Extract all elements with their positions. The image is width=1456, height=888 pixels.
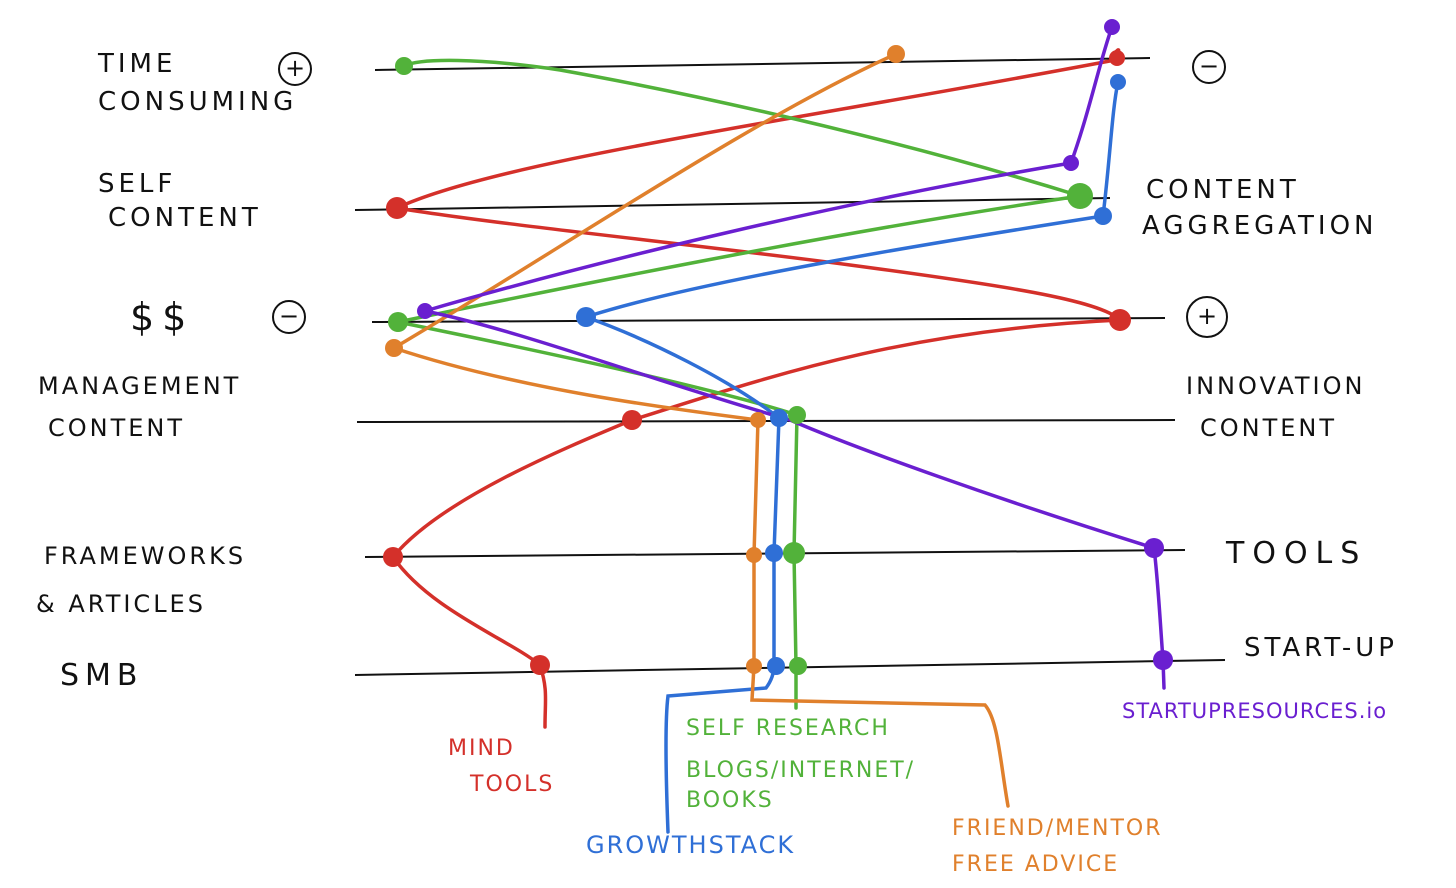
node-green-content — [1067, 183, 1093, 209]
node-orange-format — [746, 547, 762, 563]
label-frameworks-line2: & ARTICLES — [36, 590, 206, 618]
node-red-time — [1109, 50, 1125, 66]
label-smb: SMB — [60, 658, 144, 693]
label-content-aggregation-line1: CONTENT — [1146, 175, 1300, 205]
label-management-content-line1: MANAGEMENT — [38, 372, 242, 400]
sign-time-minus: − — [1192, 50, 1226, 84]
node-blue-format — [765, 544, 783, 562]
node-red-audience — [530, 655, 550, 675]
nodes — [383, 19, 1173, 675]
tool-label-self-research-line2: BLOGS/INTERNET/ — [686, 758, 916, 783]
tool-label-mind-tools-line2: TOOLS — [470, 772, 555, 797]
label-time-consuming-line1: TIME — [98, 49, 177, 79]
node-blue-cost — [576, 307, 596, 327]
node-orange-time — [887, 45, 905, 63]
axis-line-time — [374, 57, 1151, 71]
node-blue-audience — [767, 657, 785, 675]
node-red-format — [383, 547, 403, 567]
tool-label-startupresources: STARTUPRESOURCES.io — [1122, 699, 1388, 723]
node-blue-content — [1094, 207, 1112, 225]
node-purple-audience — [1153, 650, 1173, 670]
tool-label-growthstack: GROWTHSTACK — [586, 831, 796, 859]
node-blue-focus — [770, 409, 788, 427]
label-time-consuming-line2: CONSUMING — [98, 87, 298, 117]
node-blue-time — [1110, 74, 1126, 90]
label-frameworks-line1: FRAMEWORKS — [44, 542, 247, 570]
node-red-cost — [1109, 309, 1131, 331]
node-red-content — [386, 197, 408, 219]
tool-label-friend-mentor-line2: FREE ADVICE — [952, 852, 1120, 877]
node-purple-format — [1144, 538, 1164, 558]
label-innovation-content-line2: CONTENT — [1200, 414, 1338, 442]
label-innovation-content-line1: INNOVATION — [1186, 372, 1366, 400]
node-green-focus — [788, 406, 806, 424]
node-purple-time — [1104, 19, 1120, 35]
tool-label-mind-tools-line1: MIND — [448, 736, 515, 761]
node-purple-content — [1063, 155, 1079, 171]
node-orange-focus — [750, 412, 766, 428]
label-management-content-line2: CONTENT — [48, 414, 186, 442]
self-research-path — [397, 58, 1081, 710]
node-orange-audience — [746, 658, 762, 674]
sign-cost-plus: + — [1186, 296, 1228, 338]
node-purple-cost — [417, 303, 433, 319]
label-self-content-line2: CONTENT — [108, 203, 262, 233]
series-mind-tools — [390, 48, 1125, 729]
label-tools: TOOLS — [1226, 536, 1368, 571]
node-green-audience — [789, 657, 807, 675]
axis-lines — [354, 57, 1226, 676]
series-friend-mentor — [389, 52, 1010, 808]
label-self-content-line1: SELF — [98, 169, 177, 199]
node-green-format — [783, 542, 805, 564]
label-content-aggregation-line2: AGGREGATION — [1142, 211, 1378, 241]
sign-cost-minus: − — [272, 300, 306, 334]
friend-mentor-path — [389, 52, 1010, 808]
node-red-focus — [622, 410, 642, 430]
series-self-research — [397, 58, 1081, 710]
node-green-time — [395, 57, 413, 75]
startupresources-path — [424, 25, 1166, 690]
node-orange-cost — [385, 339, 403, 357]
mind-tools-path — [390, 48, 1125, 729]
label-cost: $$ — [130, 295, 195, 339]
sign-time-plus: + — [278, 52, 312, 86]
series-startupresources — [424, 25, 1166, 690]
axis-line-cost — [371, 317, 1166, 323]
tool-label-self-research-line1: SELF RESEARCH — [686, 716, 890, 741]
tool-label-self-research-line3: BOOKS — [686, 788, 774, 813]
label-startup: START-UP — [1244, 633, 1398, 663]
node-green-cost — [388, 312, 408, 332]
axis-line-content — [354, 197, 1111, 211]
axis-line-focus — [356, 419, 1176, 423]
tool-label-friend-mentor-line1: FRIEND/MENTOR — [952, 816, 1163, 841]
